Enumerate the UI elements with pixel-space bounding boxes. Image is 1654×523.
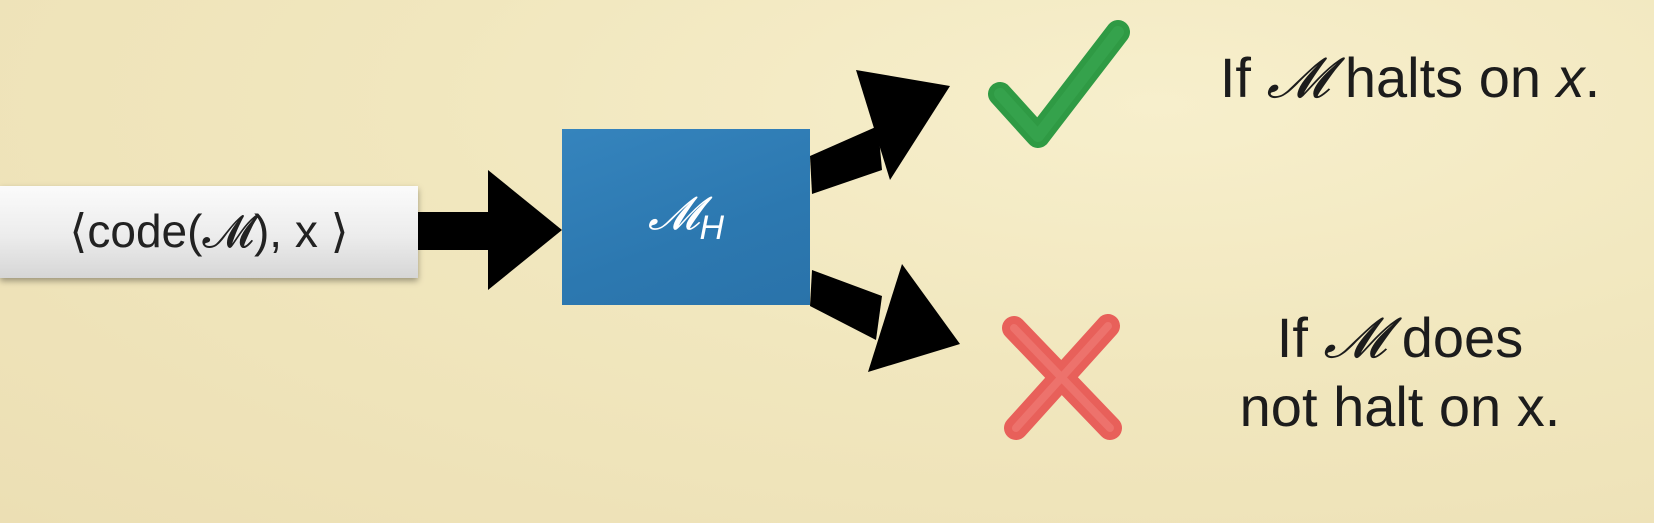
input-arrow xyxy=(418,170,562,290)
halts-middle: halts on xyxy=(1329,46,1557,109)
halts-arrow xyxy=(810,70,950,194)
does-not-halt-line-1-suffix: does xyxy=(1386,306,1524,369)
input-label: ⟨code(𝓜), x ⟩ xyxy=(69,205,349,257)
machine-subscript: H xyxy=(699,209,725,247)
halts-variable: x xyxy=(1556,46,1585,109)
does-not-halt-machine-symbol: 𝓜 xyxy=(1323,306,1387,371)
does-not-halt-line-1: If 𝓜 does xyxy=(1200,304,1600,373)
does-not-halt-arrow xyxy=(810,264,960,372)
does-not-halt-line-2: not halt on x. xyxy=(1239,375,1561,439)
machine-label: 𝓜H xyxy=(648,186,724,248)
does-not-halt-prefix: If xyxy=(1276,306,1324,369)
halts-prefix: If xyxy=(1219,46,1267,109)
halts-suffix: . xyxy=(1584,46,1601,109)
halts-machine-symbol: 𝓜 xyxy=(1266,46,1330,111)
machine-symbol: 𝓜 xyxy=(647,186,700,240)
does-not-halt-outcome-text: If 𝓜 does not halt on x. xyxy=(1200,304,1600,442)
halts-outcome-text: If 𝓜 halts on x. xyxy=(1180,44,1640,113)
checkmark-icon xyxy=(988,20,1130,148)
input-box: ⟨code(𝓜), x ⟩ xyxy=(0,186,418,278)
cross-icon xyxy=(1002,314,1122,440)
machine-box: 𝓜H xyxy=(562,129,810,305)
